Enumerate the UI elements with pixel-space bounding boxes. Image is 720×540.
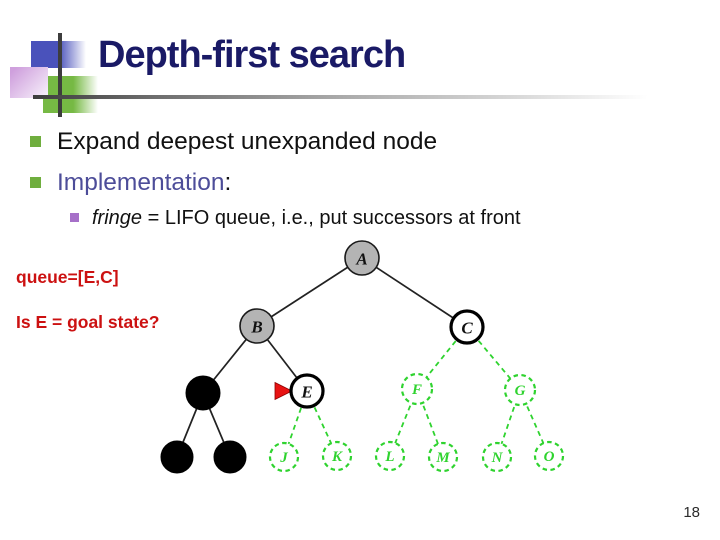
bullet-item-fringe: fringe = LIFO queue, i.e., put successor…	[70, 207, 521, 230]
tree-node-F	[400, 372, 434, 406]
tree-node-O	[533, 440, 565, 472]
bullet-text: Implementation:	[57, 169, 231, 197]
tree-edge-G-O	[519, 389, 550, 457]
tree-node-label-M: M	[435, 450, 450, 466]
implementation-colon: :	[224, 169, 232, 196]
tree-edge-E-J	[283, 390, 308, 458]
decor-purple-square-icon	[10, 67, 48, 98]
tree-node-label-L: L	[384, 449, 394, 465]
tree-node-K	[321, 440, 353, 472]
fringe-rest: = LIFO queue, i.e., put successors at fr…	[142, 207, 521, 229]
tree-node-B	[239, 308, 275, 344]
tree-edge-F-L	[389, 388, 418, 457]
tree-node-J	[268, 441, 300, 473]
decor-vertical-line	[58, 33, 62, 117]
tree-node-N	[481, 441, 513, 473]
bullet-text: fringe = LIFO queue, i.e., put successor…	[92, 207, 521, 230]
tree-edge-B-D	[202, 325, 258, 394]
bullet-square-icon	[30, 177, 41, 188]
tree-node-label-B: B	[250, 318, 262, 337]
bullet-item-expand: Expand deepest unexpanded node	[30, 128, 437, 156]
tree-node-C	[449, 309, 485, 345]
tree-edge-D-H	[176, 392, 204, 458]
tree-node-M	[427, 441, 459, 473]
implementation-word: Implementation	[57, 169, 225, 196]
tree-node-label-A: A	[355, 250, 367, 269]
tree-edge-A-B	[256, 257, 363, 327]
tree-node-E	[289, 373, 325, 409]
queue-state-text: queue=[E,C]	[16, 267, 119, 287]
sub-bullet-square-icon	[70, 213, 79, 222]
tree-node-label-O: O	[544, 449, 555, 465]
tree-node-label-K: K	[331, 449, 343, 465]
tree-edge-C-G	[466, 326, 521, 391]
tree-node-label-C: C	[461, 319, 473, 338]
title-divider-rule	[33, 95, 667, 99]
tree-edge-A-C	[361, 257, 468, 328]
tree-edge-D-I	[202, 392, 231, 458]
page-title: Depth-first search	[98, 34, 406, 76]
tree-node-label-E: E	[300, 383, 312, 402]
tree-edge-F-M	[416, 388, 444, 458]
tree-node-label-F: F	[411, 382, 422, 398]
tree-node-H	[160, 440, 194, 474]
tree-node-A	[344, 240, 380, 276]
tree-node-I	[213, 440, 247, 474]
tree-node-L	[374, 440, 406, 472]
bullet-text: Expand deepest unexpanded node	[57, 128, 438, 155]
tree-node-D	[185, 375, 221, 411]
bullet-square-icon	[30, 136, 41, 147]
page-number: 18	[683, 504, 700, 521]
tree-node-label-G: G	[515, 383, 526, 399]
tree-node-G	[503, 373, 537, 407]
tree-edge-B-E	[256, 325, 308, 392]
bullet-item-implementation: Implementation:	[30, 169, 231, 197]
current-node-pointer-icon	[274, 381, 293, 401]
tree-node-label-N: N	[491, 450, 504, 466]
goal-test-text: Is E = goal state?	[16, 312, 160, 332]
fringe-word: fringe	[92, 207, 143, 229]
tree-node-label-J: J	[279, 450, 288, 466]
tree-edge-C-F	[416, 326, 468, 390]
tree-edge-G-N	[496, 389, 521, 458]
tree-edge-E-K	[306, 390, 338, 457]
decor-green-square-icon	[43, 76, 98, 113]
